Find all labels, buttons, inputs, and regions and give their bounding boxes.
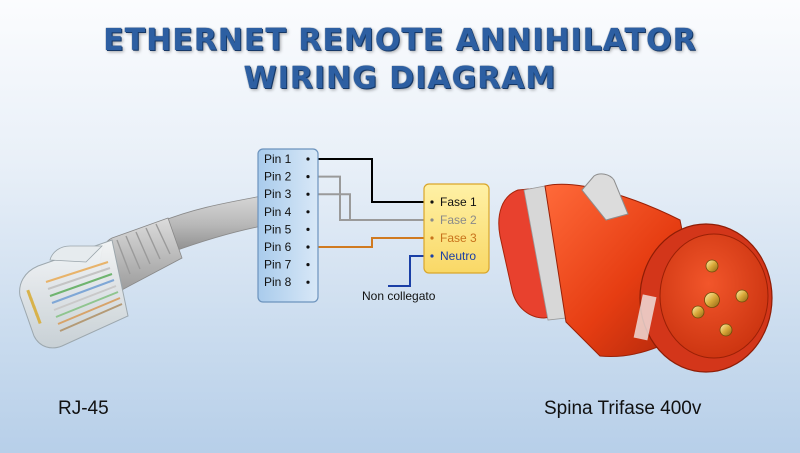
- title-line-1: ETHERNET REMOTE ANNIHILATOR: [103, 23, 697, 58]
- plug-terminal-dot: [430, 254, 434, 258]
- wire-connections: [308, 158, 432, 287]
- rj45-pin-dot: [306, 210, 310, 214]
- rj45-pin-dot: [306, 175, 310, 179]
- rj45-contacts: [26, 289, 42, 325]
- wire-pin6-to-fase3: [308, 237, 432, 248]
- plug-pin: [691, 305, 705, 319]
- plug-pin: [705, 259, 719, 273]
- plug-pin: [704, 292, 720, 308]
- wire-pin3-to-fase2: [308, 193, 432, 221]
- wire-pin1-to-fase1: [308, 158, 432, 203]
- rj45-connector-illustration: [19, 195, 263, 349]
- rj45-pin-label: Pin 4: [264, 205, 292, 219]
- plug-side-marking: [633, 294, 657, 341]
- diagram-title: ETHERNET REMOTE ANNIHILATOR WIRING DIAGR…: [0, 22, 800, 98]
- plug-pin: [735, 289, 749, 303]
- wire-pin2-to-fase2: [308, 175, 432, 221]
- rj45-label: RJ-45: [58, 398, 109, 419]
- rj45-pin-label: Pin 1: [264, 152, 292, 166]
- rj45-internal-wires: [45, 261, 123, 332]
- neutral-not-connected-note: Non collegato: [362, 289, 436, 303]
- plug-terminal-label: Fase 2: [440, 213, 477, 227]
- plug-terminal-dot: [430, 236, 434, 240]
- wire-neutro-not-connected: [388, 255, 432, 287]
- rj45-pin-dot: [306, 227, 310, 231]
- plug-terminal-label: Fase 1: [440, 195, 477, 209]
- plug-terminal-dot: [430, 218, 434, 222]
- rj45-pin-dot: [306, 245, 310, 249]
- industrial-plug-label: Spina Trifase 400v: [544, 398, 702, 419]
- rj45-pin-label: Pin 3: [264, 187, 292, 201]
- plug-pin: [719, 323, 733, 337]
- rj45-pin-label: Pin 6: [264, 240, 292, 254]
- plug-terminal-list: Fase 1 Fase 2 Fase 3 Neutro: [430, 195, 477, 263]
- title-line-2: WIRING DIAGRAM: [243, 61, 557, 96]
- rj45-pin-dot: [306, 263, 310, 267]
- plug-terminal-dot: [430, 200, 434, 204]
- rj45-pin-label: Pin 5: [264, 222, 292, 236]
- rj45-pin-label: Pin 2: [264, 170, 292, 184]
- industrial-plug-illustration: [498, 173, 773, 373]
- rj45-pin-label: Pin 7: [264, 258, 292, 272]
- rj45-pin-box: [257, 148, 319, 303]
- plug-terminal-label: Neutro: [440, 249, 476, 263]
- rj45-pin-dot: [306, 192, 310, 196]
- rj45-pin-dot: [306, 157, 310, 161]
- plug-pins: [691, 259, 749, 337]
- rj45-pin-label: Pin 8: [264, 275, 292, 289]
- plug-terminal-label: Fase 3: [440, 231, 477, 245]
- plug-gray-clip: [581, 173, 629, 221]
- rj45-pin-dot: [306, 280, 310, 284]
- rj45-pin-list: Pin 1 Pin 2 Pin 3 Pin 4 Pin 5 Pin 6 Pin 7 Pin 8: [264, 152, 310, 289]
- rj45-boot-ridges: [116, 223, 171, 275]
- plug-terminal-box: [423, 183, 490, 274]
- rj45-latch: [49, 245, 103, 263]
